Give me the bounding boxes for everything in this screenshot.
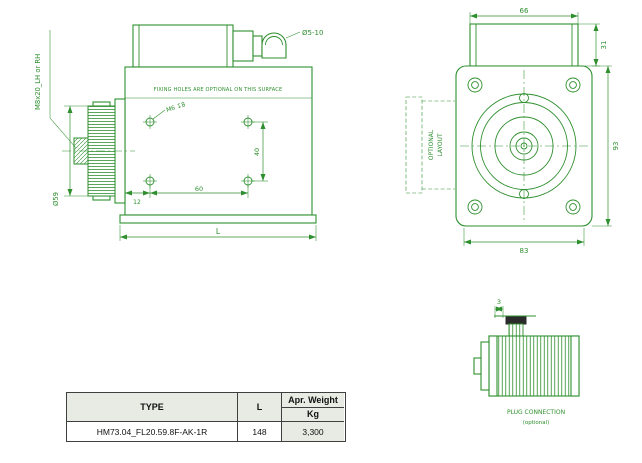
plug-view: 3 PLUG CONNECTION (optional) <box>473 298 580 426</box>
dim-83: 83 <box>520 247 529 255</box>
side-view: Ø5-10 FIXING HOLES ARE OPTIONAL ON THIS … <box>34 24 323 241</box>
cell-type-value: HM73.04_FL20.59.8F-AK-1R <box>67 422 238 441</box>
dim-93: 93 <box>612 142 620 151</box>
dim-12: 12 <box>133 199 141 206</box>
corner-screws <box>467 77 581 215</box>
plug-caption: PLUG CONNECTION <box>507 409 565 416</box>
cell-weight-value: 3,300 <box>282 422 344 441</box>
optional-layout-label-2: LAYOUT <box>437 133 444 157</box>
dim-length: L <box>216 227 221 236</box>
motor-top-front <box>469 23 579 67</box>
dia-59-label: Ø59 <box>52 192 60 206</box>
weight-header-unit: Kg <box>307 409 319 420</box>
dim-40: 40 <box>253 148 261 156</box>
cell-length-value: 148 <box>238 422 282 441</box>
cable-gland <box>252 32 287 59</box>
plug-caption-optional: (optional) <box>523 420 550 426</box>
optional-layout-label-1: OPTIONAL <box>428 129 435 160</box>
shaft-hub <box>62 98 135 204</box>
weight-header-title: Apr. Weight <box>282 393 344 408</box>
col-header-length: L <box>238 393 282 422</box>
spec-table: TYPE L Apr. Weight Kg HM73.04_FL20.59.8F… <box>66 392 346 442</box>
motor-cylinder <box>132 24 234 68</box>
cable-gland-label: Ø5-10 <box>302 29 323 37</box>
spec-table-header-row: TYPE L Apr. Weight Kg <box>67 393 345 422</box>
dim-31: 31 <box>600 41 608 50</box>
plug-connector <box>494 315 536 337</box>
optional-layout-outline <box>405 96 423 194</box>
dim-3: 3 <box>497 298 501 306</box>
spec-table-data-row: HM73.04_FL20.59.8F-AK-1R 148 3,300 <box>67 422 345 441</box>
fixing-note: FIXING HOLES ARE OPTIONAL ON THIS SURFAC… <box>154 87 283 93</box>
thread-label: M8x20_LH or RH <box>34 54 42 110</box>
plug-motor-body <box>473 335 580 397</box>
gearbox-body <box>124 66 313 216</box>
base-plate <box>119 214 317 224</box>
col-header-weight: Apr. Weight Kg <box>282 393 344 422</box>
dim-66: 66 <box>520 7 529 15</box>
front-view: 66 31 <box>405 7 620 255</box>
col-header-type: TYPE <box>67 393 238 422</box>
dim-60: 60 <box>195 185 203 193</box>
